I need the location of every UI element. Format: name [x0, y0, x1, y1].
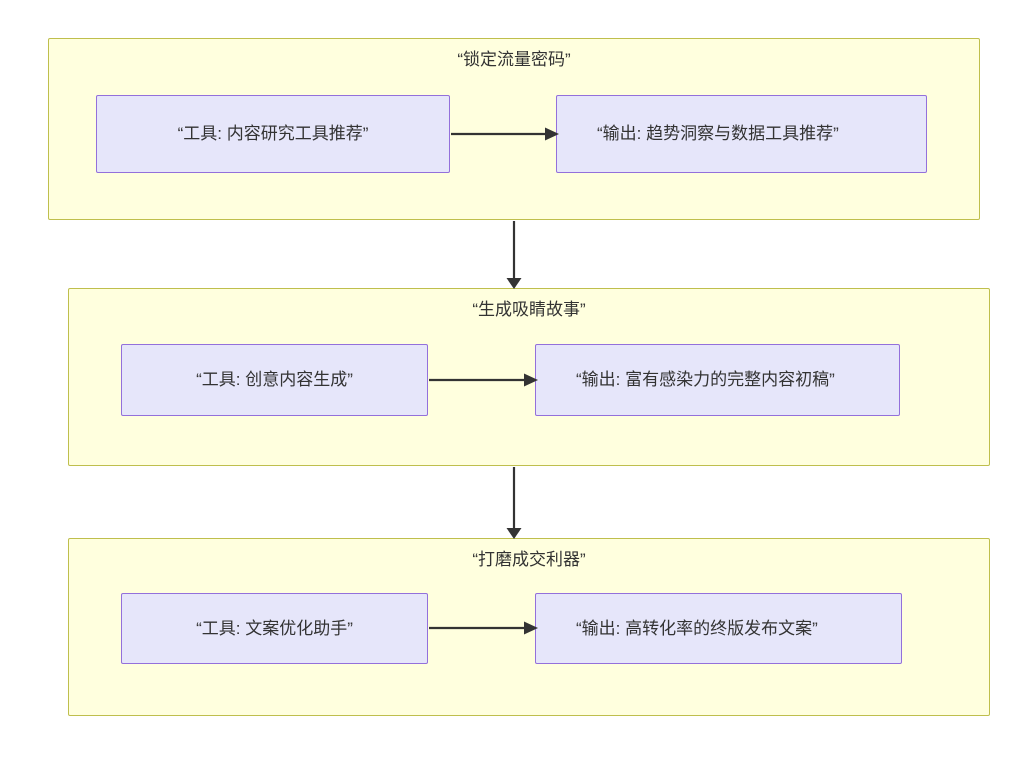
node-tool-stage-1[interactable]: “工具: 内容研究工具推荐” [96, 95, 450, 173]
node-tool-stage-2[interactable]: “工具: 创意内容生成” [121, 344, 428, 416]
node-output-label-stage-2: “输出: 富有感染力的完整内容初稿” [576, 370, 835, 389]
node-output-stage-2[interactable]: “输出: 富有感染力的完整内容初稿” [535, 344, 900, 416]
subgraph-title-stage-3: “打磨成交利器” [472, 550, 586, 569]
edge-stage2-to-stage3 [506, 467, 522, 539]
node-output-stage-1[interactable]: “输出: 趋势洞察与数据工具推荐” [556, 95, 927, 173]
subgraph-title-stage-2: “生成吸睛故事” [472, 300, 586, 319]
node-tool-label-stage-1: “工具: 内容研究工具推荐” [177, 124, 369, 143]
node-tool-label-stage-3: “工具: 文案优化助手” [196, 618, 353, 638]
node-tool-label-stage-2: “工具: 创意内容生成” [196, 370, 353, 389]
node-output-label-stage-1: “输出: 趋势洞察与数据工具推荐” [597, 124, 839, 143]
edge-stage1-to-stage2 [506, 221, 522, 289]
subgraph-title-stage-1: “锁定流量密码” [457, 50, 571, 69]
node-output-stage-3[interactable]: “输出: 高转化率的终版发布文案” [535, 593, 902, 664]
node-tool-stage-3[interactable]: “工具: 文案优化助手” [121, 593, 428, 664]
node-output-label-stage-3: “输出: 高转化率的终版发布文案” [576, 618, 818, 638]
